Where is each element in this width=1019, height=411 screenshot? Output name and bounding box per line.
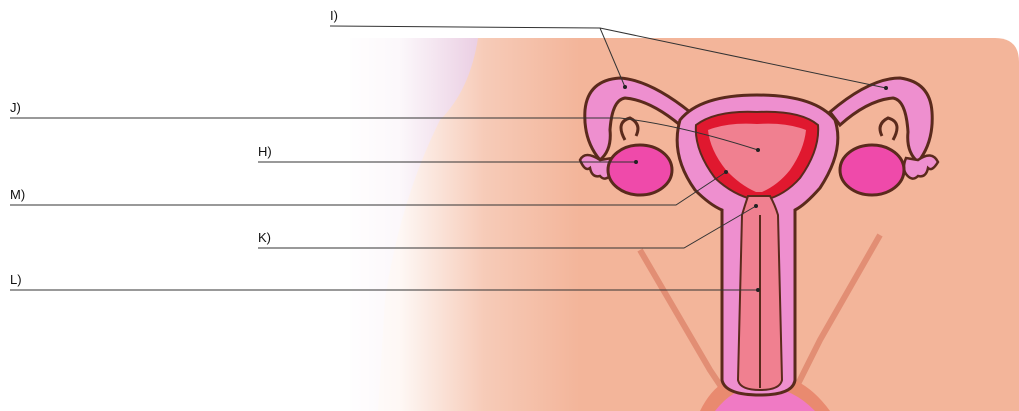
dot-K	[754, 204, 758, 208]
dot-I-right	[884, 86, 888, 90]
label-J: J)	[10, 100, 21, 115]
label-H: H)	[258, 144, 272, 159]
dot-I-left	[623, 85, 627, 89]
white-fade-overlay	[340, 30, 580, 411]
label-I: I)	[330, 8, 338, 23]
dot-J	[756, 148, 760, 152]
right-ovary	[840, 145, 904, 195]
label-K: K)	[258, 230, 271, 245]
dot-M	[724, 170, 728, 174]
dot-H	[634, 160, 638, 164]
left-ovary	[608, 145, 672, 195]
label-L: L)	[10, 272, 22, 287]
label-M: M)	[10, 187, 25, 202]
dot-L	[756, 288, 760, 292]
